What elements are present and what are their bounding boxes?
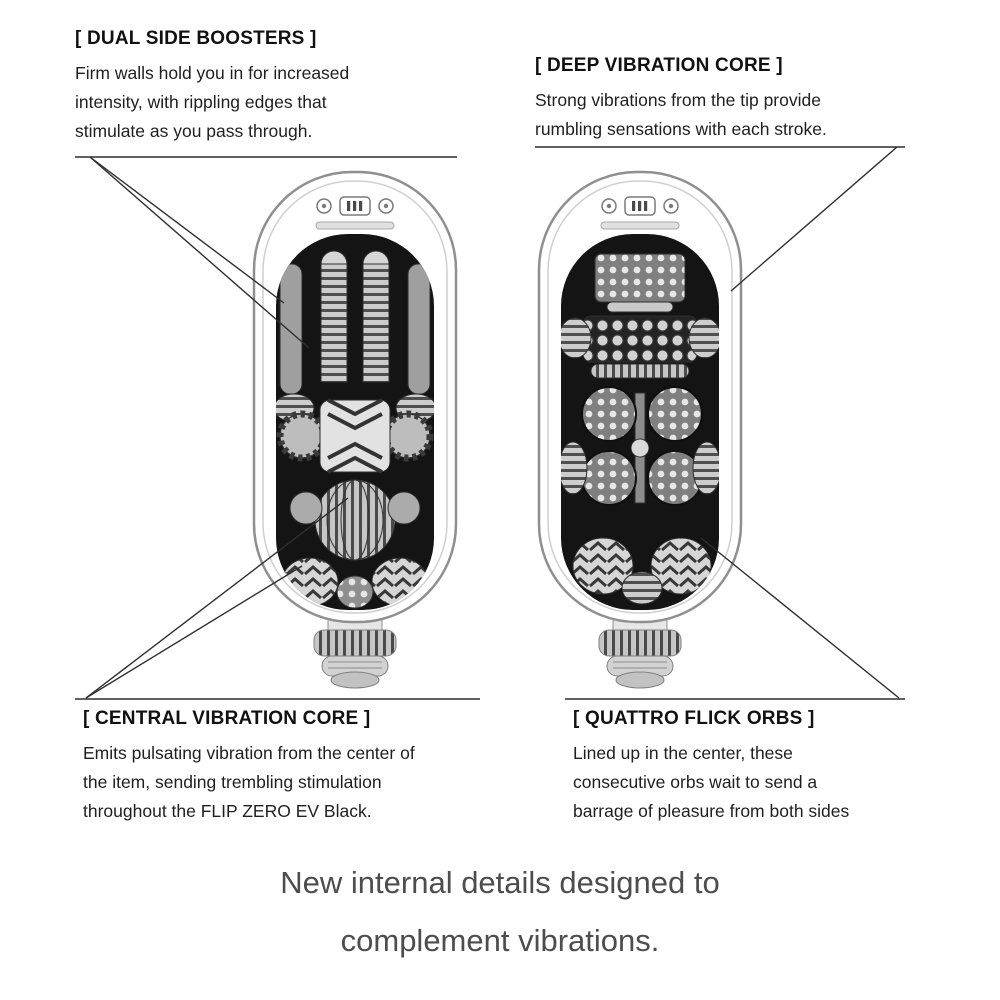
device-illustration-right: [535, 168, 745, 697]
callout-body-line: the item, sending trembling stimulation: [83, 772, 382, 792]
callout-title: [ QUATTRO FLICK ORBS ]: [573, 708, 815, 729]
device-nozzle: [313, 617, 397, 689]
callout-body-line: Lined up in the center, these: [573, 743, 793, 763]
leader-deep-vibration-core: [730, 146, 898, 292]
flip-zero-device-left-graphic: [252, 170, 458, 689]
central-vibration-core-block: [319, 398, 391, 474]
quattro-flick-orbs-block: [581, 386, 703, 506]
callout-body-line: stimulate as you pass through.: [75, 121, 313, 141]
callout-dual-side-boosters: [ DUAL SIDE BOOSTERS ] Firm walls hold y…: [75, 28, 349, 146]
footer-caption-line: complement vibrations.: [340, 923, 660, 958]
callout-title: [ DEEP VIBRATION CORE ]: [535, 55, 783, 76]
callout-body-line: intensity, with rippling edges that: [75, 92, 327, 112]
flip-zero-device-right-graphic: [537, 170, 743, 689]
callout-body-line: Firm walls hold you in for increased: [75, 63, 350, 83]
callout-central-vibration-core: [ CENTRAL VIBRATION CORE ] Emits pulsati…: [83, 708, 415, 826]
brand-logo-icon: [624, 196, 656, 216]
callout-title: [ DUAL SIDE BOOSTERS ]: [75, 28, 317, 49]
footer-caption: New internal details designed to complem…: [0, 854, 1000, 970]
callout-deep-vibration-core: [ DEEP VIBRATION CORE ] Strong vibration…: [535, 55, 827, 144]
deep-vibration-core-block: [582, 253, 698, 363]
callout-body-line: Emits pulsating vibration from the cente…: [83, 743, 415, 763]
footer-caption-line: New internal details designed to: [280, 865, 720, 900]
callout-quattro-flick-orbs: [ QUATTRO FLICK ORBS ] Lined up in the c…: [573, 708, 849, 826]
control-panel: [600, 196, 680, 230]
callout-body-line: consecutive orbs wait to send a: [573, 772, 818, 792]
device-nozzle: [598, 617, 682, 689]
device-illustration-left: [250, 168, 460, 697]
brand-logo-icon: [339, 196, 371, 216]
callout-body-line: barrage of pleasure from both sides: [573, 801, 850, 821]
callout-body-line: throughout the FLIP ZERO EV Black.: [83, 801, 372, 821]
callout-body-line: rumbling sensations with each stroke.: [535, 119, 827, 139]
interior-mechanism: [561, 253, 719, 605]
callout-body-line: Strong vibrations from the tip provide: [535, 90, 821, 110]
control-panel: [315, 196, 395, 230]
callout-title: [ CENTRAL VIBRATION CORE ]: [83, 708, 371, 729]
